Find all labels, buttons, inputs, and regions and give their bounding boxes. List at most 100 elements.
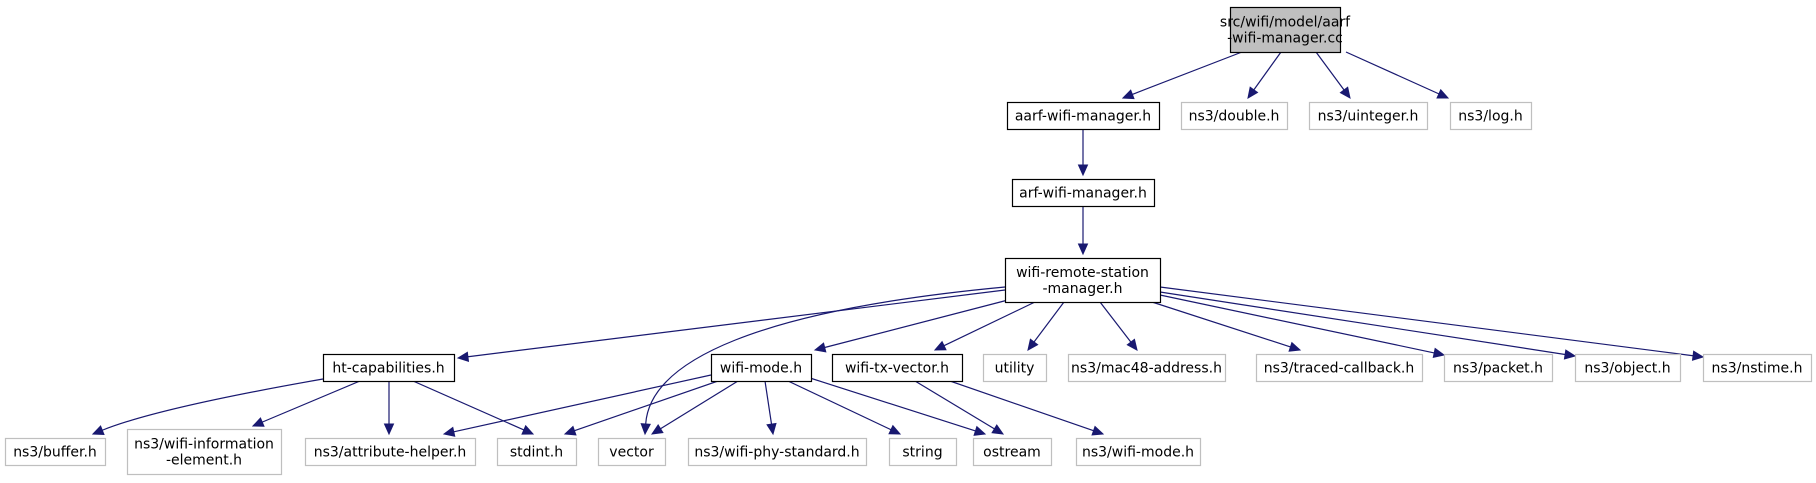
arrowhead-icon: [1563, 349, 1577, 360]
node-label: wifi-tx-vector.h: [845, 361, 949, 377]
arrowhead-icon: [650, 424, 664, 435]
node-box: [1004, 257, 1162, 304]
arrowhead-icon: [640, 423, 651, 436]
node-layer: src/wifi/model/aarf-wifi-manager.cc aarf-…: [4, 6, 1813, 476]
edge-line: [914, 380, 995, 430]
node-box: [1574, 353, 1682, 383]
node-box: [1006, 101, 1161, 131]
node-box: [126, 428, 283, 476]
edge-wrsm_h-to-packet_h: [1159, 294, 1446, 358]
edge-line: [824, 299, 1009, 349]
node-attr-h: ns3/attribute-helper.h: [304, 437, 477, 467]
node-label: ns3/packet.h: [1453, 361, 1543, 377]
node-label: ns3/wifi-mode.h: [1082, 445, 1194, 461]
edge-line: [809, 377, 976, 432]
node-label: ostream: [983, 445, 1041, 461]
node-label: src/wifi/model/aarf-wifi-manager.cc: [1220, 15, 1351, 47]
node-box: [687, 437, 868, 467]
node-label: ns3/object.h: [1584, 361, 1670, 377]
arrowhead-icon: [1436, 88, 1450, 99]
node-wie-h: ns3/wifi-information-element.h: [126, 428, 283, 476]
edge-wifimode_h-to-string: [787, 380, 902, 435]
arrowhead-icon: [813, 342, 827, 353]
node-label: ns3/log.h: [1458, 109, 1522, 125]
arrowhead-icon: [888, 424, 902, 435]
edge-line: [1253, 51, 1282, 91]
arrowhead-icon: [1432, 347, 1446, 358]
node-label: ns3/traced-callback.h: [1264, 361, 1415, 377]
edge-line: [660, 380, 739, 430]
arrowhead-icon: [991, 424, 1005, 435]
edge-arf_h-to-wrsm_h: [1077, 206, 1089, 256]
edge-line: [1151, 301, 1291, 348]
arrowhead-icon: [1027, 338, 1039, 351]
node-wifimode-h[interactable]: wifi-mode.h: [710, 353, 813, 383]
node-label: utility: [995, 361, 1035, 377]
node-object-h: ns3/object.h: [1574, 353, 1682, 383]
node-box: [1308, 101, 1429, 131]
edge-wifimode_h-to-attr_h: [442, 374, 712, 437]
node-utility: utility: [982, 353, 1048, 383]
node-box: [322, 353, 456, 383]
node-label: ht-capabilities.h: [332, 361, 444, 377]
node-label: ns3/nstime.h: [1712, 361, 1803, 377]
node-wrsm-h[interactable]: wifi-remote-station-manager.h: [1004, 257, 1162, 304]
node-stdint-h: stdint.h: [496, 437, 578, 467]
arrowhead-icon: [1091, 425, 1105, 436]
node-label: vector: [609, 445, 654, 461]
node-label: wifi-mode.h: [720, 361, 802, 377]
node-box: [710, 353, 813, 383]
node-box: [1075, 437, 1202, 467]
arrowhead-icon: [563, 425, 577, 436]
edge-line: [949, 380, 1094, 432]
node-traced-h: ns3/traced-callback.h: [1255, 353, 1424, 383]
node-ostream: ostream: [972, 437, 1053, 467]
node-label: ns3/uinteger.h: [1318, 109, 1419, 125]
node-box: [1229, 6, 1342, 54]
node-string: string: [888, 437, 958, 467]
node-arf-h[interactable]: arf-wifi-manager.h: [1011, 178, 1156, 208]
node-label: string: [902, 445, 942, 461]
node-box: [597, 437, 667, 467]
node-aarf-h[interactable]: aarf-wifi-manager.h: [1006, 101, 1161, 131]
arrowhead-icon: [1077, 243, 1089, 256]
node-nstime-h: ns3/nstime.h: [1702, 353, 1813, 383]
edge-txvec_h-to-nsmode_h: [949, 380, 1105, 436]
node-txvec-h[interactable]: wifi-tx-vector.h: [831, 353, 964, 383]
node-log-h: ns3/log.h: [1449, 101, 1533, 131]
arrowhead-icon: [1691, 350, 1705, 361]
arrowhead-icon: [442, 426, 456, 437]
node-box: [1067, 353, 1227, 383]
arrowhead-icon: [933, 340, 947, 351]
arrowhead-icon: [521, 424, 535, 435]
node-label: ns3/wifi-phy-standard.h: [694, 445, 859, 461]
edge-line: [943, 301, 1036, 347]
node-label: stdint.h: [510, 445, 563, 461]
node-box: [496, 437, 578, 467]
edge-aarf_h-to-arf_h: [1077, 129, 1089, 177]
arrowhead-icon: [1339, 86, 1351, 99]
edge-wrsm_h-to-traced_h: [1151, 301, 1302, 352]
edge-wrsm_h-to-wifimode_h: [813, 299, 1009, 353]
arrowhead-icon: [1288, 341, 1302, 352]
edge-htcap_h-to-attr_h: [383, 381, 395, 436]
node-label: ns3/buffer.h: [13, 445, 97, 461]
arrowhead-icon: [251, 417, 265, 427]
node-label: ns3/attribute-helper.h: [314, 445, 467, 461]
edge-aarf_cc-to-double_h: [1247, 51, 1282, 99]
edge-wrsm_h-to-txvec_h: [933, 301, 1036, 351]
arrowhead-icon: [91, 425, 105, 435]
edge-line: [1033, 301, 1065, 343]
node-nsmode-h: ns3/wifi-mode.h: [1075, 437, 1202, 467]
node-htcap-h[interactable]: ht-capabilities.h: [322, 353, 456, 383]
arrowhead-icon: [1121, 89, 1135, 100]
edge-line: [1315, 51, 1345, 91]
edge-htcap_h-to-wie_h: [251, 380, 361, 427]
node-box: [1702, 353, 1813, 383]
edge-line: [467, 289, 1006, 358]
arrowhead-icon: [1126, 338, 1138, 351]
node-uinteger-h: ns3/uinteger.h: [1308, 101, 1429, 131]
node-mac48-h: ns3/mac48-address.h: [1067, 353, 1227, 383]
node-aarf-cc[interactable]: src/wifi/model/aarf-wifi-manager.cc: [1220, 6, 1351, 54]
edge-line: [787, 380, 892, 431]
